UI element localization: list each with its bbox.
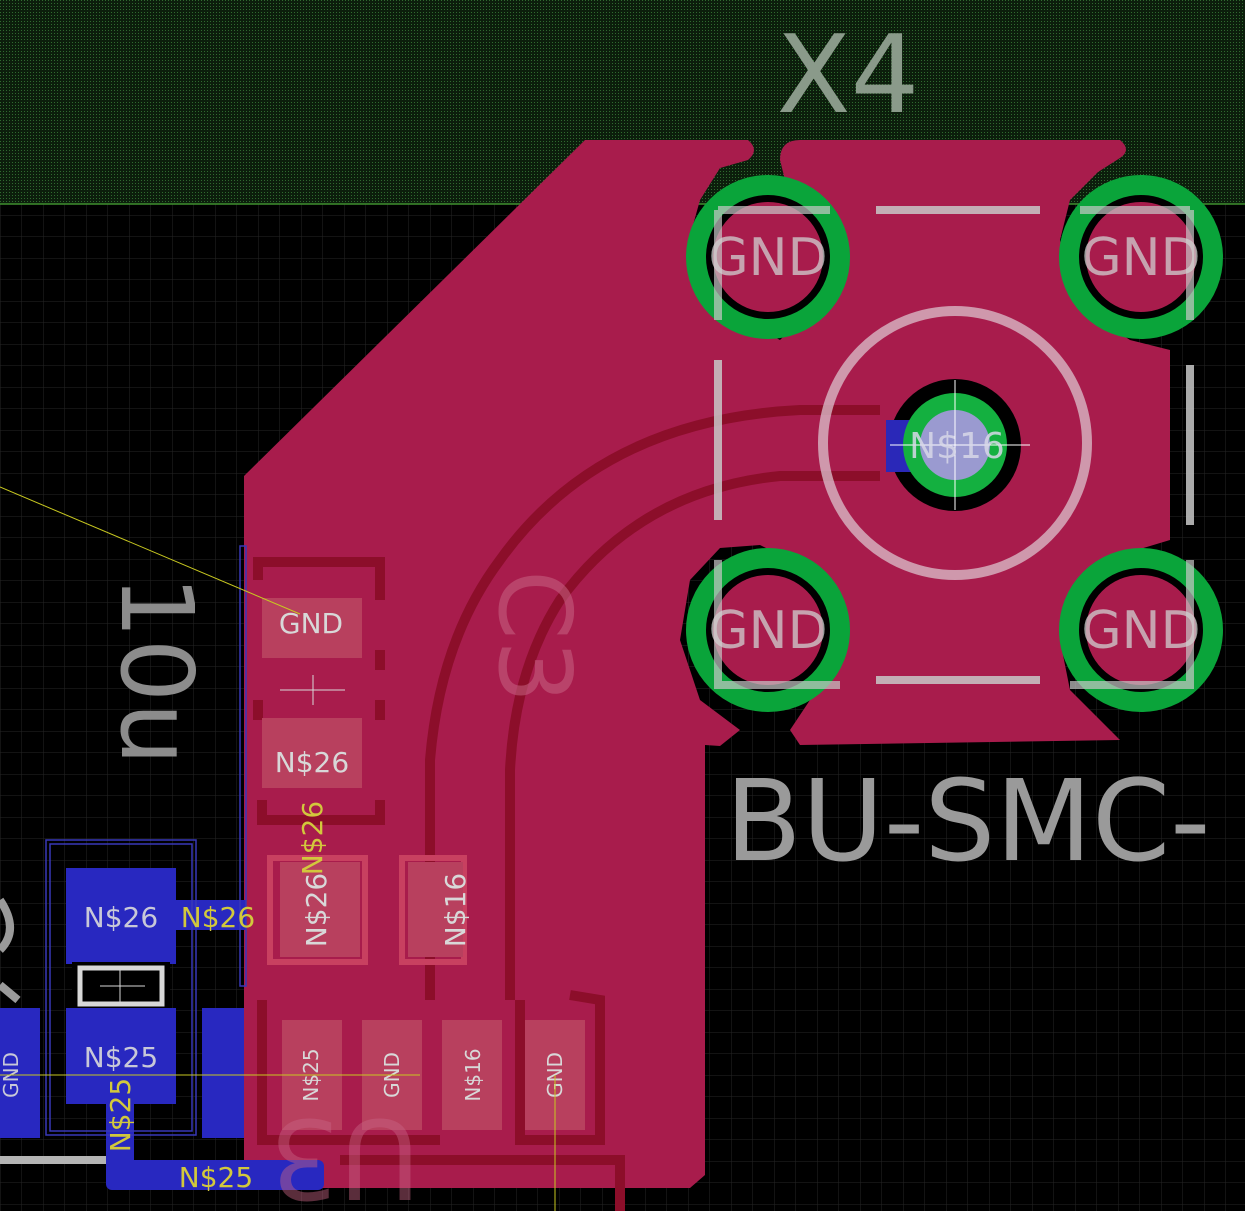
blue-pad-bottom-label: N$25: [84, 1041, 158, 1074]
cap-c3-pad-net26[interactable]: [262, 718, 362, 788]
cap-c3-pad-gnd[interactable]: [262, 598, 362, 658]
ic-pad-3-label: N$16: [461, 1048, 485, 1101]
net-label-bottom-25: N$25: [179, 1161, 253, 1194]
center-pad-n16[interactable]: [886, 379, 1030, 511]
net-label-vertical-26: N$26: [296, 801, 329, 875]
cap-c3-crosshair: [280, 675, 345, 705]
cap-c3-pad-net26-label: N$26: [275, 746, 349, 779]
gnd-label-top-right: GND: [1081, 228, 1200, 288]
silk-left-arc: [0, 897, 21, 1004]
resistor-pad-right-label: N$16: [439, 873, 472, 947]
gnd-label-bottom-left: GND: [708, 601, 827, 661]
bottom-layer-copper[interactable]: [0, 868, 324, 1190]
trace-arc-outer[interactable]: [425, 405, 870, 1000]
ic-u3-outline: [257, 990, 625, 1211]
blue-pad-top-label: N$26: [84, 901, 158, 934]
ic-pad-3[interactable]: [442, 1020, 502, 1130]
resistor-pad-left-label: N$26: [300, 873, 333, 947]
resistor-pad-left[interactable]: [280, 862, 360, 957]
center-pad-label: N$16: [909, 426, 1005, 467]
cap-c3-outline: [253, 557, 385, 825]
component-name: X4: [777, 13, 920, 138]
resistor-outline: [267, 855, 467, 965]
net-label-vertical-25: N$25: [104, 1078, 137, 1152]
cap-c3-pad-gnd-label: GND: [279, 607, 343, 640]
component-value: BU-SMC-: [725, 757, 1211, 887]
gnd-pad-inner-fill: [713, 202, 1196, 685]
bottom-pad-gap-outline: [77, 965, 165, 1007]
silk-lower-designator: U3: [270, 1094, 421, 1211]
silk-value-10u: 10u: [98, 575, 215, 766]
gnd-label-bottom-right: GND: [1081, 601, 1200, 661]
resistor-pad-right[interactable]: [408, 862, 463, 957]
connector-silk-inner: [714, 206, 1194, 689]
gnd-label-top-left: GND: [708, 228, 827, 288]
net-label-right-26: N$26: [181, 901, 255, 934]
silk-cap-designator: C3: [476, 570, 593, 703]
airwires: [0, 486, 556, 1211]
bottom-crosshair: [100, 968, 145, 1004]
bottom-layer-outline: [45, 545, 247, 1136]
gnd-pad-rings: [686, 175, 1223, 712]
connector-silk-ring: [818, 306, 1092, 580]
